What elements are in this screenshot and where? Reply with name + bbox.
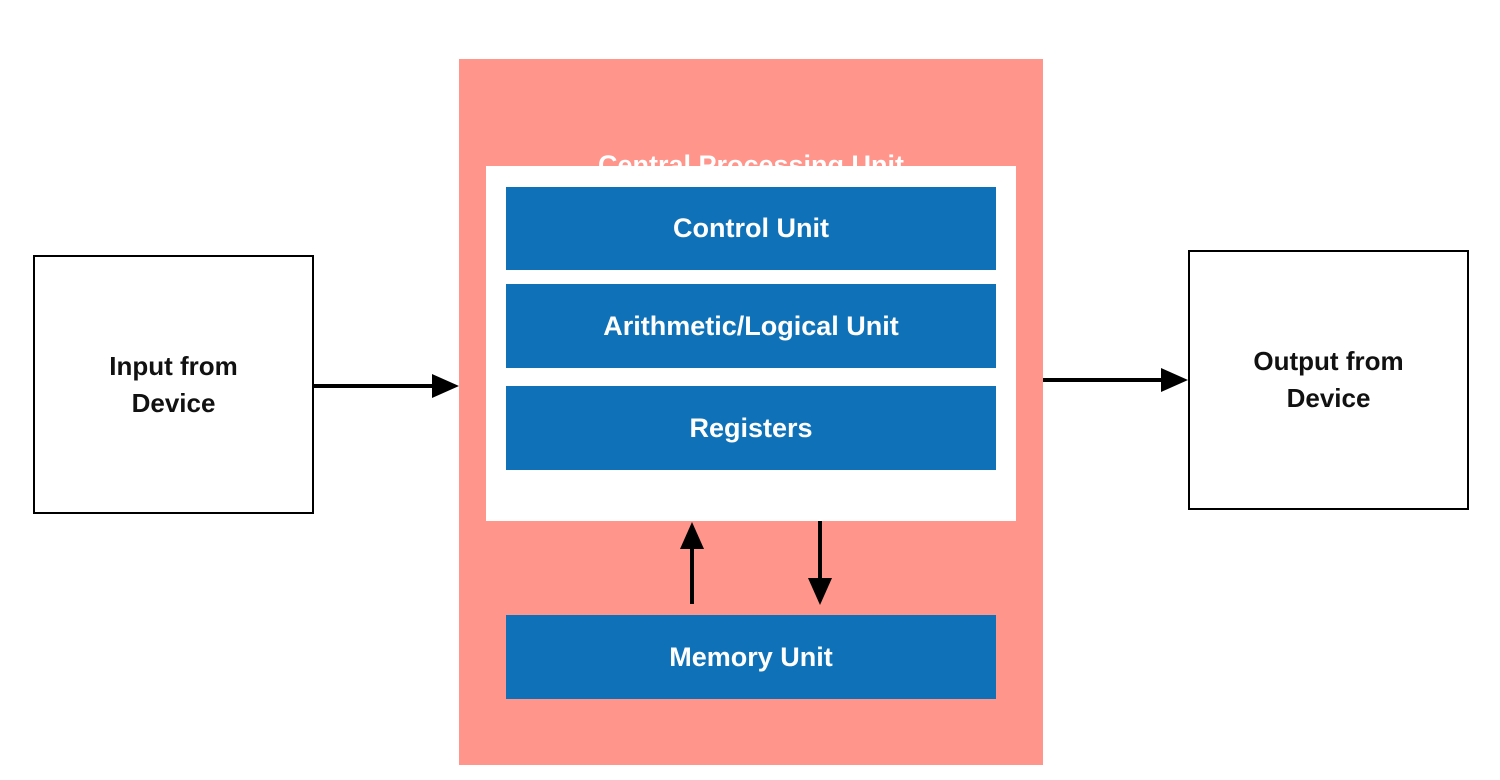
registers-block: Registers <box>506 386 996 470</box>
control-unit-block: Control Unit <box>506 187 996 270</box>
alu-label: Arithmetic/Logical Unit <box>603 310 899 341</box>
arrow-cpu-to-output <box>1043 368 1188 392</box>
memory-unit-label: Memory Unit <box>669 641 833 672</box>
output-device-label: Output from Device <box>1253 346 1404 413</box>
arrow-input-to-cpu <box>314 374 459 398</box>
alu-block: Arithmetic/Logical Unit <box>506 284 996 368</box>
input-device-label: Input from Device <box>109 350 238 418</box>
memory-unit-block: Memory Unit <box>506 615 996 699</box>
control-unit-label: Control Unit <box>673 213 829 243</box>
input-device-box: Input from Device <box>33 255 314 514</box>
output-device-box: Output from Device <box>1188 250 1469 510</box>
registers-label: Registers <box>689 412 813 443</box>
